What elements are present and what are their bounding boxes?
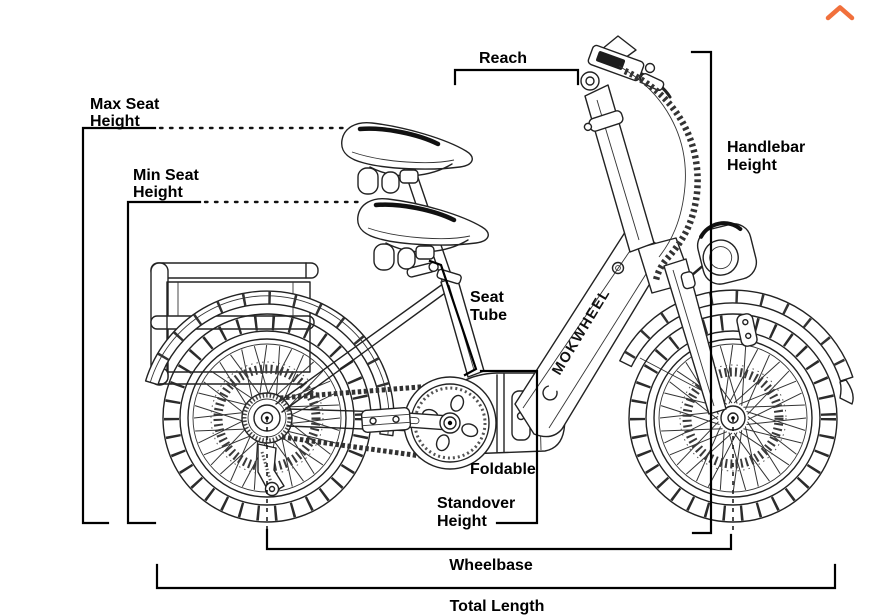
rear-fender [144, 290, 395, 437]
front-brake-caliper [736, 313, 758, 347]
dim-max-seat-height [81, 126, 157, 525]
dim-seat-tube [428, 259, 478, 377]
crank-assembly [360, 376, 497, 470]
charge-port-icon [611, 261, 625, 275]
scroll-to-top-button[interactable] [825, 5, 855, 21]
label-seat-tube-1: Seat [470, 289, 504, 306]
label-seat-tube-2: Tube [470, 307, 507, 324]
label-foldable: Foldable [470, 461, 536, 478]
label-min-seat-height-2: Height [133, 184, 183, 201]
label-standover-height-1: Standover [437, 495, 515, 512]
dim-total-length [155, 563, 837, 590]
dim-reach [453, 68, 580, 86]
grip-end [580, 71, 600, 91]
label-max-seat-height-1: Max Seat [90, 96, 160, 113]
label-handlebar-height-1: Handlebar [727, 139, 805, 156]
dim-standover-height [479, 369, 539, 525]
brand-logo-icon [542, 385, 558, 401]
label-min-seat-height-1: Min Seat [133, 167, 199, 184]
bike-drawing: MOKWHEEL [144, 35, 854, 523]
rear-stays-and-chain [275, 280, 453, 462]
dim-wheelbase [265, 528, 733, 551]
display-unit [587, 44, 645, 82]
chevron-up-icon[interactable] [825, 5, 855, 21]
label-wheelbase: Wheelbase [449, 557, 533, 574]
dim-min-seat-height [126, 200, 202, 525]
rear-derailleur [257, 443, 285, 497]
label-reach: Reach [479, 50, 527, 67]
dimension-labels: Reach Max Seat Height Min Seat Height Ha… [90, 50, 805, 615]
label-max-seat-height-2: Height [90, 113, 140, 130]
label-total-length: Total Length [450, 598, 545, 615]
stem-handlebar [580, 35, 672, 253]
stem-clamp [583, 110, 624, 132]
label-handlebar-height-2: Height [727, 157, 777, 174]
saddle-max-position [342, 123, 473, 194]
label-standover-height-2: Height [437, 513, 487, 530]
chain-bottom [281, 434, 444, 462]
mud-flap [839, 379, 854, 405]
headlight [680, 221, 758, 290]
dimension-lines [81, 50, 837, 590]
dim-handlebar-height [690, 50, 713, 535]
saddle-min-position [358, 199, 489, 270]
pedal [360, 406, 412, 434]
brake-cable [618, 65, 701, 281]
front-fender [619, 289, 854, 405]
